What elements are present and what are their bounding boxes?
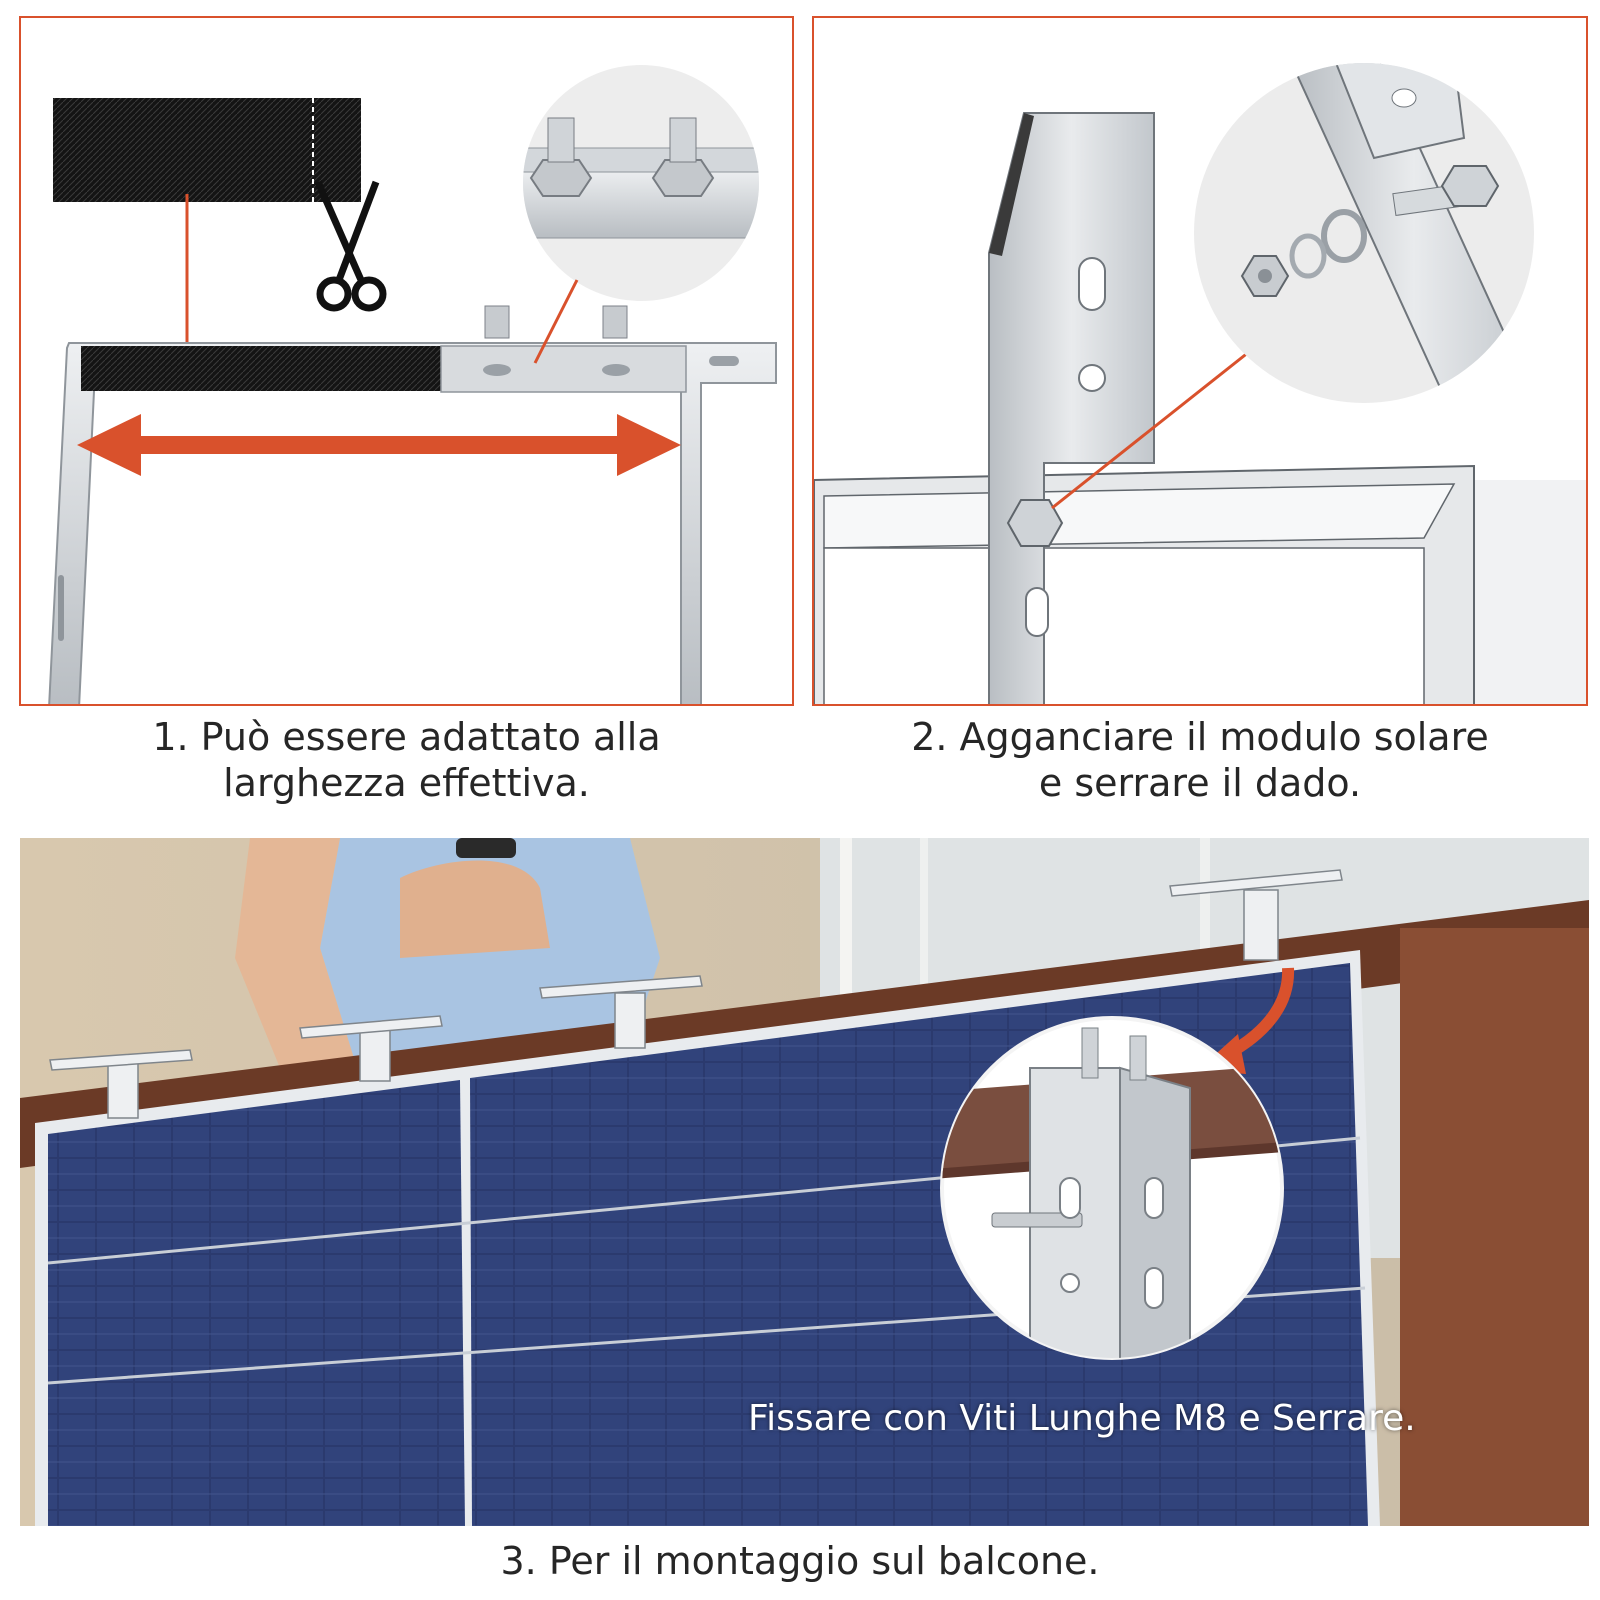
mounting-brackets — [49, 869, 1343, 1119]
scissors-icon — [314, 180, 387, 312]
washer-icon — [1321, 209, 1367, 263]
balcony-photo: Fissare con Viti Lunghe M8 e Serrare. — [20, 838, 1589, 1526]
step-1-caption-line2: larghezza effettiva. — [223, 761, 590, 805]
step-2-caption: 2. Agganciare il modulo solare e serrare… — [812, 714, 1588, 806]
step-1-panel — [19, 16, 794, 706]
nut-icon — [1006, 499, 1064, 547]
step-2-caption-line2: e serrare il dado. — [1038, 761, 1362, 805]
hook-bracket — [988, 112, 1155, 704]
step-3-caption: 3. Per il montaggio sul balcone. — [0, 1538, 1600, 1584]
step-3-caption-line1: 3. Per il montaggio sul balcone. — [500, 1539, 1100, 1583]
double-arrow-icon — [77, 414, 681, 476]
rubber-pad-sample — [53, 98, 361, 202]
step-1-caption-line1: 1. Può essere adattato alla — [152, 715, 661, 759]
bracket-illustration — [48, 65, 777, 704]
step-2-panel — [812, 16, 1588, 706]
photo-overlay-text: Fissare con Viti Lunghe M8 e Serrare. — [748, 1398, 1416, 1439]
hook-illustration — [814, 63, 1586, 704]
balcony-scene — [20, 838, 1589, 1526]
bolt-icon — [484, 305, 628, 339]
bracket-rubber-pad — [81, 346, 441, 391]
bracket-body — [48, 342, 777, 704]
bolt-icon — [1440, 165, 1500, 207]
step-2-caption-line1: 2. Agganciare il modulo solare — [911, 715, 1489, 759]
step-1-caption: 1. Può essere adattato alla larghezza ef… — [19, 714, 794, 806]
person-figure — [235, 838, 660, 1078]
